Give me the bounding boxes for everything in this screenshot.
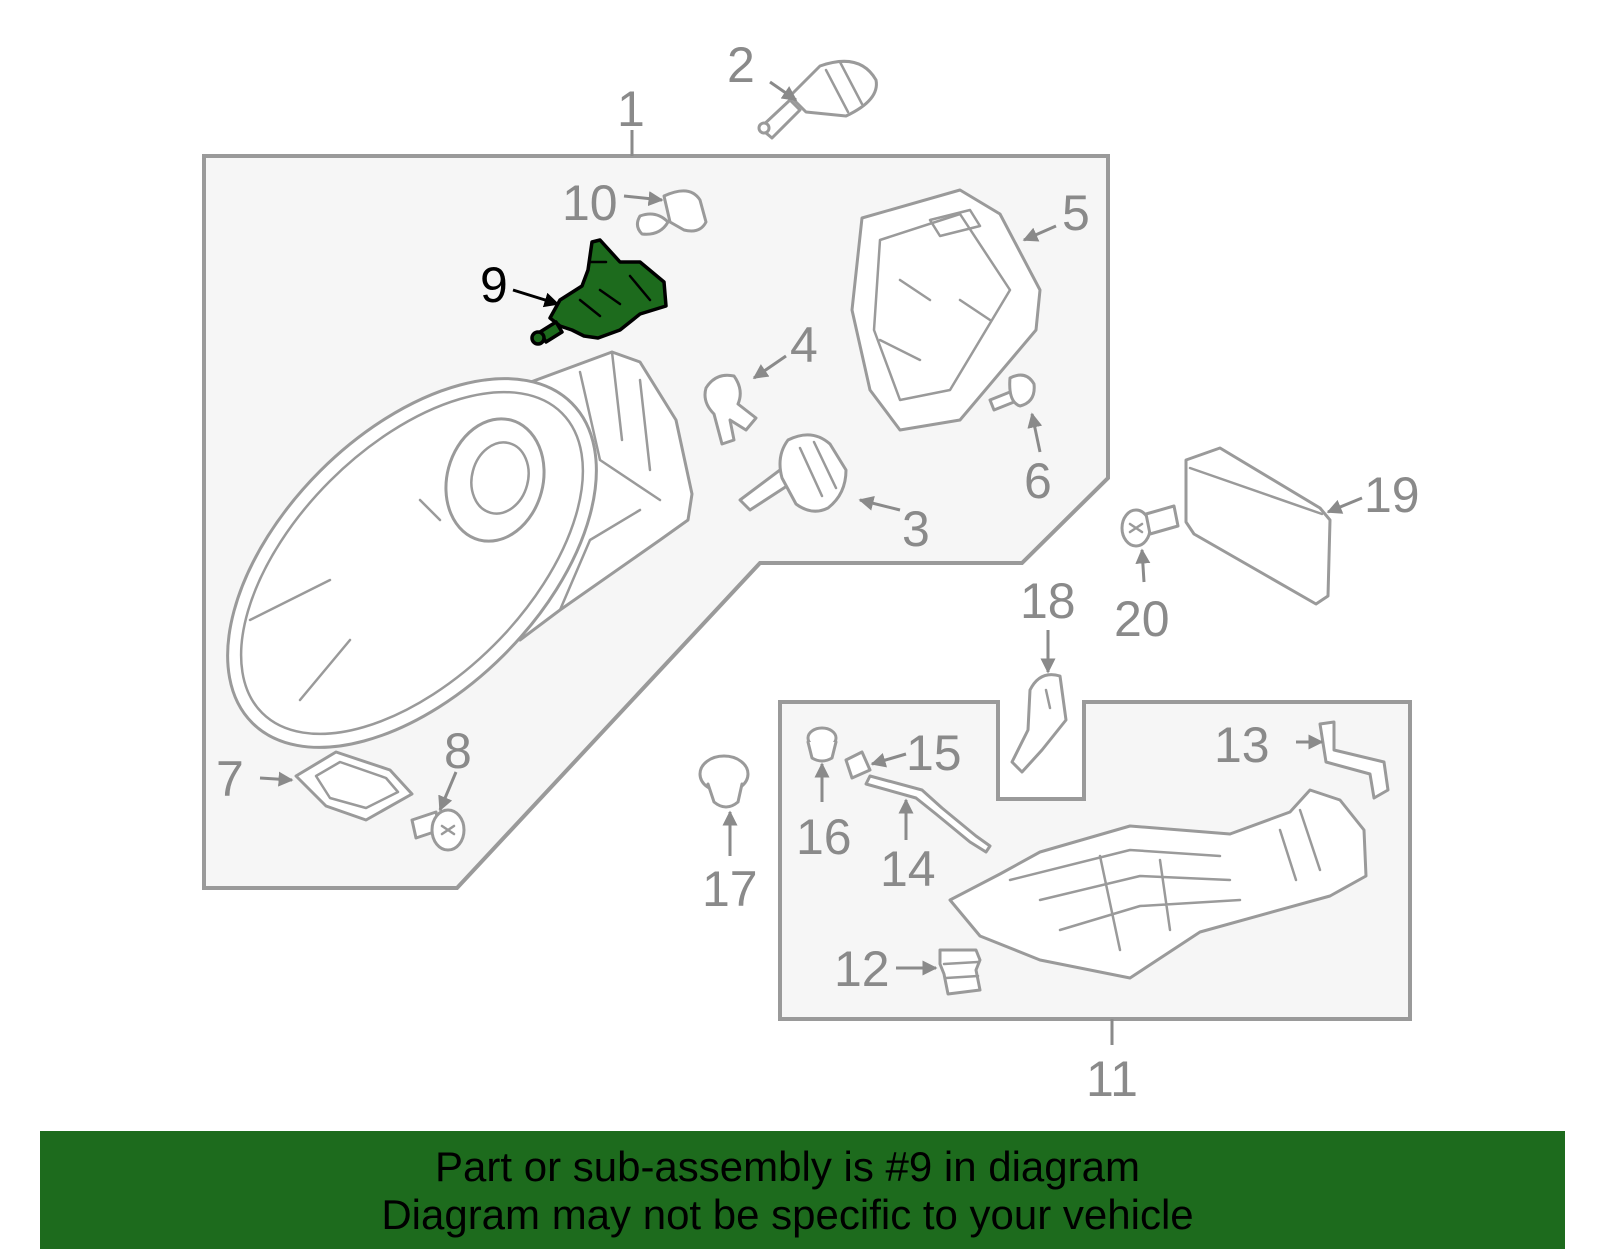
info-banner: Part or sub-assembly is #9 in diagram Di… [40,1131,1565,1249]
headlamp-housing-part [226,350,694,749]
callout-5: 5 [1062,185,1090,241]
callout-15: 15 [906,725,962,781]
callout-10: 10 [562,175,618,231]
screw-part-6 [988,373,1036,412]
rod-part-14 [864,774,992,854]
leveling-motor-part-9 [530,238,668,346]
callout-8: 8 [444,723,472,779]
callout-12: 12 [834,941,890,997]
callout-2: 2 [727,37,755,93]
banner-line-part-number: Part or sub-assembly is #9 in diagram [435,1143,1140,1190]
screw-part-8 [410,808,466,852]
callout-6: 6 [1024,453,1052,509]
bulb-part-3 [738,433,848,513]
callout-16: 16 [796,809,852,865]
bracket-part-18 [1010,673,1068,774]
cover-part-5 [850,188,1042,432]
screw-part-20 [1120,504,1180,548]
callout-11: 11 [1086,1051,1138,1107]
gasket-part-7 [294,750,414,822]
clip-part-4 [703,373,758,446]
callout-20: 20 [1114,591,1170,647]
callout-3: 3 [902,501,930,557]
callout-17: 17 [702,861,758,917]
callout-18: 18 [1020,573,1076,629]
control-module-part-19 [1184,446,1332,606]
callout-4: 4 [790,317,818,373]
socket-part-10 [635,189,708,236]
callout-9-highlighted: 9 [480,257,508,313]
bracket-part-13 [1318,720,1390,800]
grommet-part-17 [698,754,750,809]
plug-part-12 [938,948,982,996]
banner-line-disclaimer: Diagram may not be specific to your vehi… [381,1191,1194,1238]
callout-19: 19 [1364,467,1420,523]
undertray-part-11 [948,788,1368,980]
nut-part-15 [844,750,872,780]
callout-14: 14 [880,841,936,897]
callout-7: 7 [216,751,244,807]
clip-part-16 [806,726,838,763]
bulb-part-2 [757,59,878,140]
callout-13: 13 [1214,717,1270,773]
callout-1: 1 [617,81,645,137]
